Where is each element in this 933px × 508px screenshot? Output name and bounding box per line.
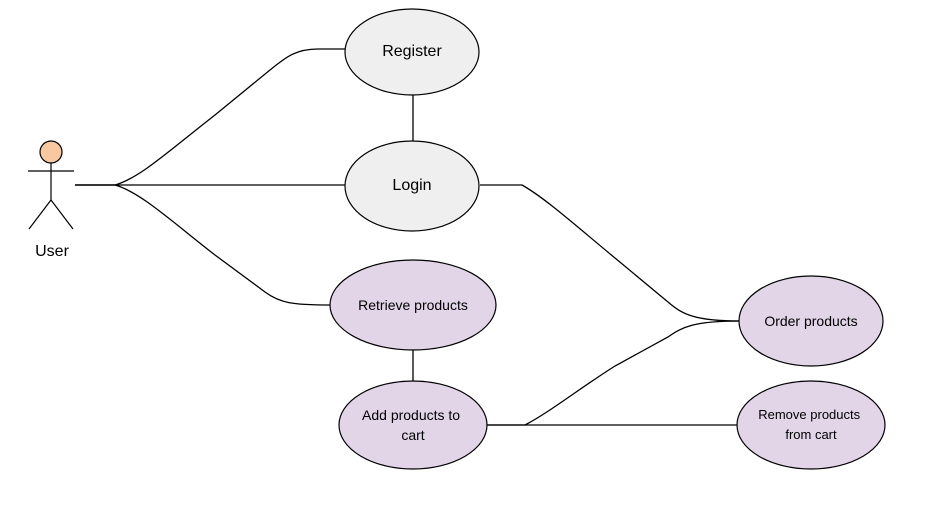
- use-case-login: Login: [344, 140, 480, 232]
- edge-user-retrieve: [75, 184, 331, 306]
- actor-label: User: [35, 243, 69, 260]
- use-case-register-label: Register: [382, 43, 442, 60]
- use-case-remove-products-from-cart-shape: [736, 380, 886, 470]
- edge-login-order: [480, 184, 741, 322]
- use-case-remove-products-from-cart-label: Remove products from cart: [758, 407, 864, 442]
- use-case-retrieve-products-label: Retrieve products: [358, 297, 468, 313]
- actor-right-leg: [50, 199, 74, 230]
- actor-head: [39, 140, 63, 164]
- use-case-add-products-to-cart-shape: [338, 380, 488, 470]
- use-case-login-label: Login: [392, 177, 431, 194]
- use-case-login-shape: [344, 140, 480, 232]
- use-case-add-products-to-cart: Add products to cart: [338, 380, 488, 470]
- connections: [75, 48, 741, 426]
- use-case-retrieve-products: Retrieve products: [329, 259, 497, 351]
- edge-addcart-order: [487, 320, 741, 426]
- use-case-register-shape: [344, 8, 480, 96]
- actor-user: User: [28, 140, 74, 260]
- use-case-order-products-label: Order products: [764, 313, 857, 329]
- use-case-add-products-to-cart-label: Add products to cart: [362, 407, 464, 443]
- edge-user-register: [75, 48, 346, 186]
- use-case-order-products: Order products: [738, 275, 884, 367]
- use-case-order-products-shape: [738, 275, 884, 367]
- actor-left-leg: [28, 199, 52, 230]
- use-case-remove-products-from-cart: Remove products from cart: [736, 380, 886, 470]
- use-case-register: Register: [344, 8, 480, 96]
- use-case-retrieve-products-shape: [329, 259, 497, 351]
